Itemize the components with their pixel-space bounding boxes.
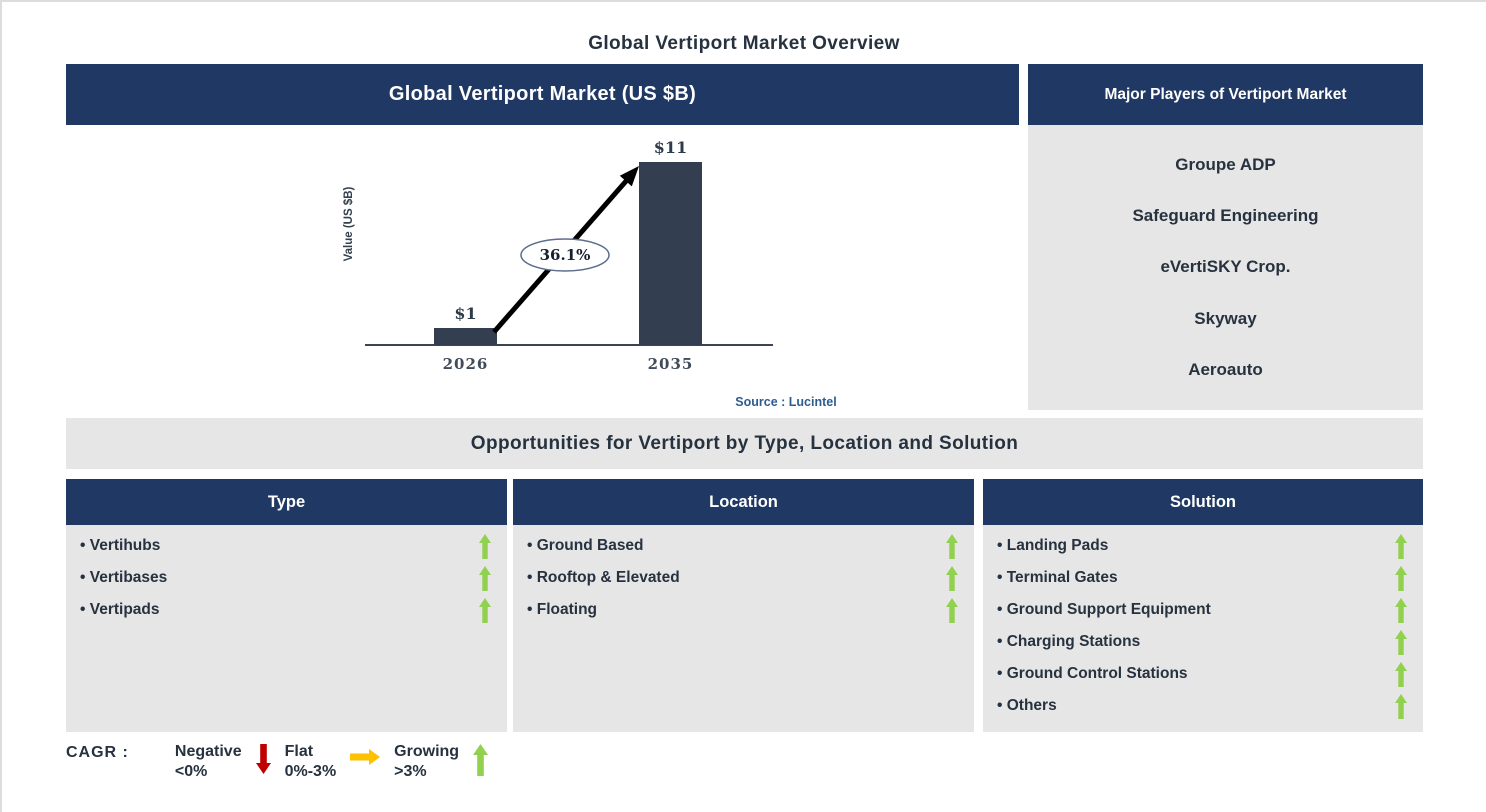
bar-group-2035: $11: [639, 138, 702, 345]
players-list: Groupe ADP Safeguard Engineering eVertiS…: [1028, 125, 1423, 410]
list-item: Others: [983, 690, 1423, 722]
y-axis-label: Value (US $B): [343, 186, 355, 262]
growth-up-icon: [1395, 661, 1407, 687]
list-item: Terminal Gates: [983, 562, 1423, 594]
negative-down-arrow-icon: [255, 744, 271, 774]
list-item-label: Ground Control Stations: [997, 665, 1395, 683]
type-list: Vertihubs Vertibases Vertipads: [66, 525, 507, 732]
column-location: Location Ground Based Rooftop & Elevated…: [513, 479, 974, 732]
list-item: Floating: [513, 594, 974, 626]
flat-right-arrow-icon: [350, 749, 381, 765]
bar-value-label: $11: [653, 138, 688, 157]
cagr-value-label: 36.1%: [539, 246, 591, 264]
legend-label: Negative: [174, 743, 242, 760]
column-type: Type Vertihubs Vertibases Vertipads: [66, 479, 507, 732]
players-panel-header: Major Players of Vertiport Market: [1028, 64, 1423, 125]
opportunities-banner: Opportunities for Vertiport by Type, Loc…: [66, 418, 1423, 469]
growth-up-icon: [946, 565, 958, 591]
location-list: Ground Based Rooftop & Elevated Floating: [513, 525, 974, 732]
legend-title: CAGR :: [66, 744, 129, 761]
growth-up-icon: [1395, 629, 1407, 655]
growth-up-icon: [946, 597, 958, 623]
legend-label: Growing: [394, 743, 460, 760]
list-item-label: Vertibases: [80, 569, 479, 587]
growth-up-icon: [1395, 597, 1407, 623]
market-panel-header: Global Vertiport Market (US $B): [66, 64, 1019, 125]
player-name: Skyway: [1194, 308, 1257, 328]
growth-arrow-and-cagr-bubble: [492, 166, 639, 334]
player-name: Aeroauto: [1188, 360, 1263, 380]
growth-up-icon: [479, 533, 491, 559]
growth-up-icon: [946, 533, 958, 559]
x-axis-line: [365, 344, 773, 346]
growth-up-icon: [1395, 565, 1407, 591]
column-header-type: Type: [66, 479, 507, 525]
list-item-label: Vertihubs: [80, 537, 479, 555]
growing-up-arrow-icon: [473, 744, 489, 776]
list-item-label: Vertipads: [80, 601, 479, 619]
legend-range: <0%: [174, 763, 208, 780]
list-item-label: Others: [997, 697, 1395, 715]
list-item-label: Charging Stations: [997, 633, 1395, 651]
legend-item-growing: Growing >3%: [394, 742, 489, 782]
growth-up-icon: [1395, 533, 1407, 559]
x-tick-label-2035: 2035: [647, 355, 694, 373]
list-item: Rooftop & Elevated: [513, 562, 974, 594]
list-item: Ground Based: [513, 530, 974, 562]
page-title: Global Vertiport Market Overview: [588, 33, 900, 54]
list-item-label: Ground Support Equipment: [997, 601, 1395, 619]
legend-range: 0%-3%: [284, 763, 337, 780]
legend-item-negative: Negative <0%: [175, 742, 271, 782]
source-credit: Source : Lucintel: [735, 395, 837, 409]
list-item: Charging Stations: [983, 626, 1423, 658]
growth-up-icon: [479, 565, 491, 591]
list-item: Vertipads: [66, 594, 507, 626]
bar-group-2026: $1: [434, 304, 497, 345]
market-chart: Value (US $B) $1 $11 2026 2035 36.1% Sou…: [66, 125, 1019, 412]
legend-label: Flat: [284, 743, 314, 760]
legend-range: >3%: [394, 763, 427, 780]
bar-2035: [639, 162, 702, 345]
list-item: Ground Control Stations: [983, 658, 1423, 690]
growth-up-icon: [1395, 693, 1407, 719]
list-item-label: Rooftop & Elevated: [527, 569, 946, 587]
legend-item-flat: Flat 0%-3%: [285, 742, 381, 782]
x-tick-label-2026: 2026: [442, 355, 489, 373]
column-header-location: Location: [513, 479, 974, 525]
list-item: Landing Pads: [983, 530, 1423, 562]
column-solution: Solution Landing Pads Terminal Gates Gro…: [983, 479, 1423, 732]
player-name: Safeguard Engineering: [1132, 206, 1319, 226]
growth-arrow-head: [619, 166, 639, 187]
list-item-label: Terminal Gates: [997, 569, 1395, 587]
list-item: Vertibases: [66, 562, 507, 594]
cagr-legend: CAGR : Negative <0% Flat 0%-3% Growing >…: [66, 742, 489, 782]
bar-value-label: $1: [454, 304, 477, 323]
bar-2026: [434, 328, 497, 345]
column-header-solution: Solution: [983, 479, 1423, 525]
player-name: eVertiSKY Crop.: [1160, 257, 1291, 277]
list-item-label: Landing Pads: [997, 537, 1395, 555]
player-name: Groupe ADP: [1175, 154, 1276, 174]
list-item-label: Floating: [527, 601, 946, 619]
list-item: Vertihubs: [66, 530, 507, 562]
list-item-label: Ground Based: [527, 537, 946, 555]
growth-up-icon: [479, 597, 491, 623]
list-item: Ground Support Equipment: [983, 594, 1423, 626]
solution-list: Landing Pads Terminal Gates Ground Suppo…: [983, 525, 1423, 732]
